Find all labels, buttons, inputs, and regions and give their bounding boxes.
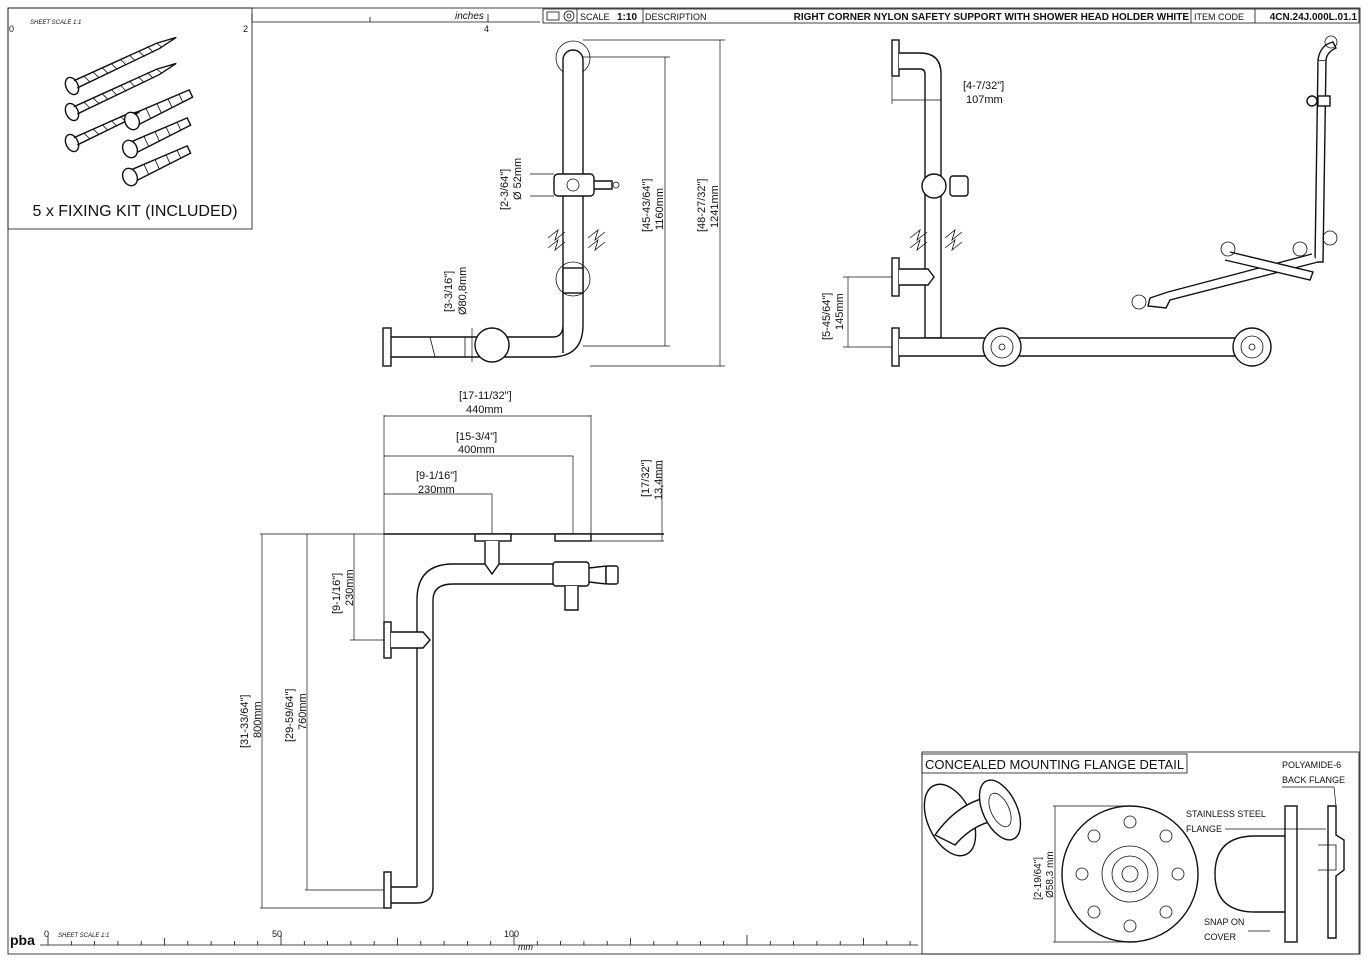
- side-rise-in: [5-45/64"]: [821, 293, 833, 340]
- side-offset-in: [4-7/32"]: [963, 80, 1004, 92]
- scale-label: SCALE: [580, 12, 610, 22]
- front-holder-dia-in: [2-3/64"]: [499, 169, 511, 210]
- item-code-value: 4CN.24J.000L.01.1: [1270, 12, 1358, 23]
- title-block: SCALE 1:10 DESCRIPTION RIGHT CORNER NYLO…: [542, 8, 1360, 24]
- front-holder-dia-mm: Ø 52mm: [512, 158, 524, 200]
- plan-width-400-mm: 400mm: [458, 444, 495, 456]
- fixing-kit-label: 5 x FIXING KIT (INCLUDED): [32, 203, 237, 220]
- fixing-kit-panel: 5 x FIXING KIT (INCLUDED): [7, 7, 253, 230]
- bottom-ruler: 0 50 100 mm SHEET SCALE 1:1 pba: [10, 929, 918, 952]
- plan-v760-mm: 760mm: [297, 693, 309, 730]
- top-ruler-tick-2: 2: [243, 24, 248, 34]
- pba-logo: pba: [10, 932, 35, 948]
- flange-label: FLANGE: [1186, 824, 1222, 834]
- front-flange-dia-mm: Ø80,8mm: [457, 267, 469, 315]
- top-ruler-tick-0: 0: [9, 24, 14, 34]
- plan-v800-in: [31-33/64"]: [239, 695, 251, 748]
- plan-v230-mm: 230mm: [344, 569, 356, 606]
- scale-value: 1:10: [617, 12, 637, 23]
- plan-view: [17-11/32"] 440mm [15-3/4"] 400mm [9-1/1…: [239, 390, 665, 909]
- flange-dia-in: [2-19/64"]: [1033, 857, 1044, 900]
- front-height-inner-in: [45-43/64"]: [641, 179, 653, 232]
- bottom-ruler-tick-100: 100: [504, 929, 519, 939]
- snap-on-label: SNAP ON: [1204, 917, 1244, 927]
- plan-v760-in: [29-59/64"]: [284, 689, 296, 742]
- screw-icon: [64, 36, 177, 153]
- plan-width-230-mm: 230mm: [418, 484, 455, 496]
- top-ruler: inches 0 2 4 SHEET SCALE 1:1: [9, 11, 540, 34]
- front-view: [2-3/64"] Ø 52mm [3-3/16"] Ø80,8mm [45-4…: [382, 39, 725, 367]
- flange-isometric-icon: [923, 779, 1022, 857]
- polyamide-label: POLYAMIDE-6: [1282, 760, 1341, 770]
- flange-detail-panel: CONCEALED MOUNTING FLANGE DETAIL: [921, 751, 1360, 955]
- bottom-ruler-unit: mm: [518, 942, 533, 952]
- shower-head-holder: [553, 173, 620, 197]
- plan-width-230-in: [9-1/16"]: [416, 470, 457, 482]
- sheet-border: [7, 7, 1361, 955]
- description-text: RIGHT CORNER NYLON SAFETY SUPPORT WITH S…: [794, 12, 1190, 23]
- wall-plug-icon: [121, 88, 194, 187]
- plan-width-400-in: [15-3/4"]: [456, 431, 497, 443]
- flange-rosette-icon: [982, 327, 1022, 367]
- flange-front-icon: [1061, 805, 1199, 943]
- back-flange-label: BACK FLANGE: [1282, 775, 1345, 785]
- flange-dia-mm: Ø58,3 mm: [1045, 851, 1056, 898]
- plan-width-total-in: [17-11/32"]: [459, 390, 512, 402]
- break-symbol-icon: [547, 228, 606, 252]
- bottom-ruler-tick-0: 0: [44, 929, 49, 939]
- top-ruler-tick-4: 4: [484, 24, 489, 34]
- flange-rosette-icon: [1232, 327, 1272, 367]
- bottom-ruler-tick-50: 50: [272, 929, 282, 939]
- plan-width-total-mm: 440mm: [466, 404, 503, 416]
- description-label: DESCRIPTION: [645, 12, 707, 22]
- break-symbol-icon: [909, 228, 963, 252]
- item-code-label: ITEM CODE: [1194, 12, 1244, 22]
- plan-depth-in: [17/32"]: [640, 459, 652, 497]
- plan-v230-in: [9-1/16"]: [331, 573, 343, 614]
- side-view: [4-7/32"] 107mm [5-45/64"] 145mm: [821, 39, 1272, 367]
- side-rise-mm: 145mm: [834, 293, 846, 330]
- cover-label: COVER: [1204, 932, 1237, 942]
- bottom-ruler-sheet-scale: SHEET SCALE 1:1: [58, 933, 109, 939]
- top-ruler-unit: inches: [455, 11, 484, 22]
- projection-symbol-icon: [546, 10, 575, 22]
- side-offset-mm: 107mm: [966, 94, 1003, 106]
- flange-detail-title: CONCEALED MOUNTING FLANGE DETAIL: [925, 757, 1184, 772]
- stainless-label: STAINLESS STEEL: [1186, 809, 1266, 819]
- front-flange-dia-in: [3-3/16"]: [443, 271, 455, 312]
- flange-section-icon: [1214, 805, 1345, 943]
- top-ruler-sheet-scale: SHEET SCALE 1:1: [30, 20, 81, 26]
- plan-depth-mm: 13,4mm: [653, 460, 665, 500]
- front-height-inner-mm: 1160mm: [654, 188, 666, 230]
- isometric-view: [1131, 35, 1338, 310]
- plan-v800-mm: 800mm: [252, 701, 264, 738]
- front-height-total-in: [48-27/32"]: [696, 179, 708, 232]
- front-height-total-mm: 1241mm: [709, 185, 721, 228]
